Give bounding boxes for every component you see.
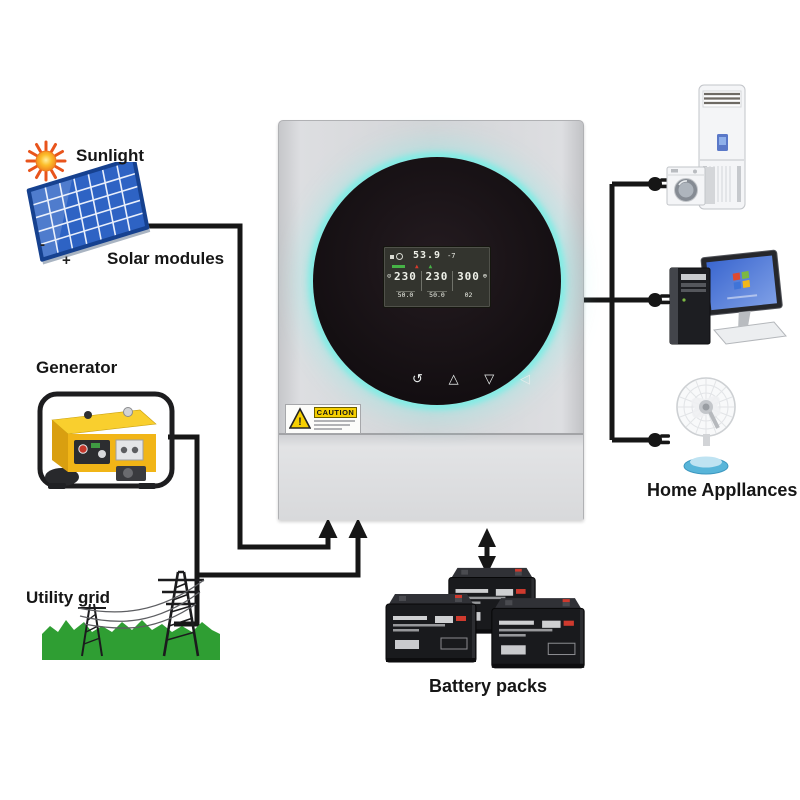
lcd-divider: [452, 271, 454, 291]
washing-machine-illustration: [666, 166, 715, 206]
lcd-meter-2-sub: 50.0: [427, 291, 447, 299]
desktop-computer-illustration: [669, 249, 787, 345]
panel-minus-terminal-label: -: [40, 236, 45, 253]
lcd-dot-icon: [390, 254, 394, 259]
enter-button-icon: ◁: [519, 371, 530, 386]
lcd-top-row: 53.9 -7: [384, 247, 490, 263]
generator-grid-wire: [168, 434, 200, 627]
caution-fineprint-line: [314, 420, 355, 422]
output-trunk-wire: [582, 181, 649, 443]
lcd-meter-3-value: 300: [457, 270, 480, 283]
panel-plus-terminal-label: +: [62, 252, 71, 269]
sunlight-label: Sunlight: [76, 146, 144, 165]
acin-arrowhead-icon: [348, 518, 368, 538]
battery-packs-label: Battery packs: [429, 676, 548, 696]
lcd-indicator-row: ▲ ▲: [384, 263, 490, 270]
lcd-meter-1-sub: 50.0: [395, 291, 416, 299]
table-fan-illustration: [676, 377, 736, 475]
plug-icon-appliance-3: [648, 433, 670, 447]
solar-wire: [137, 223, 331, 550]
lcd-plus-circle-icon: ⊕: [482, 272, 487, 280]
utility-grid-illustration: [42, 570, 220, 660]
lcd-meter-2-value: 230: [425, 270, 449, 283]
solar-arrowhead-icon: [318, 518, 338, 538]
generator-illustration: [37, 391, 175, 489]
battery-front-left-illustration: [385, 594, 477, 663]
caution-fineprint-line: [314, 428, 342, 430]
windows-logo-icon: [732, 270, 751, 290]
lcd-red-triangle-icon: ▲: [415, 262, 419, 270]
ac-input-wire: [197, 535, 361, 578]
battery-front-right-illustration: [491, 598, 585, 669]
caution-sticker: ! CAUTION: [285, 404, 361, 434]
touch-buttons-row: ↺ △ ▽ ◁: [412, 371, 530, 387]
lcd-meter-1-value: 230: [394, 270, 417, 283]
inverter-lower-panel: [279, 433, 583, 520]
generator-label: Generator: [36, 358, 118, 377]
lcd-meter-1: 230 50.0: [391, 271, 420, 301]
caution-fineprint-line: [314, 424, 351, 426]
lcd-meter-3-sub: 02: [464, 291, 473, 299]
lcd-circle-icon: [396, 253, 403, 260]
warning-triangle-icon: !: [289, 407, 311, 429]
caution-title: CAUTION: [314, 407, 357, 418]
inverter-display-ring: 53.9 -7 ▲ ▲ ⊙ 230 50.0 230: [313, 157, 561, 405]
lcd-clock-icon: ⊙: [387, 272, 392, 280]
plug-icon-appliance-2: [648, 293, 670, 307]
lcd-meters-row: ⊙ 230 50.0 230 50.0 300 02 60.: [384, 270, 490, 307]
lcd-divider: [420, 271, 422, 291]
lcd-green-triangle-icon: ▲: [428, 262, 433, 270]
battery-arrow-down-icon: [478, 556, 496, 575]
lcd-top-value: 53.9: [413, 250, 442, 261]
lcd-green-bar-icon: [392, 265, 405, 268]
up-button-icon: △: [448, 371, 459, 386]
sun-icon: [25, 140, 67, 182]
lcd-meter-3: 300 02 60.: [454, 270, 483, 307]
solar-panel-illustration: [26, 162, 151, 265]
battery-arrow-up-icon: [478, 528, 496, 547]
lcd-meter-2: 230 50.0: [423, 271, 452, 301]
lcd-display: 53.9 -7 ▲ ▲ ⊙ 230 50.0 230: [383, 246, 491, 308]
esc-button-icon: ↺: [412, 371, 423, 386]
down-button-icon: ▽: [484, 371, 495, 386]
solar-modules-label: Solar modules: [107, 249, 225, 268]
svg-text:!: !: [298, 416, 302, 428]
utility-grid-label: Utility grid: [26, 588, 111, 607]
home-appliances-label: Home Appllances: [647, 480, 798, 500]
lcd-top-sub: -7: [447, 252, 456, 260]
inverter-unit: 53.9 -7 ▲ ▲ ⊙ 230 50.0 230: [278, 120, 584, 520]
